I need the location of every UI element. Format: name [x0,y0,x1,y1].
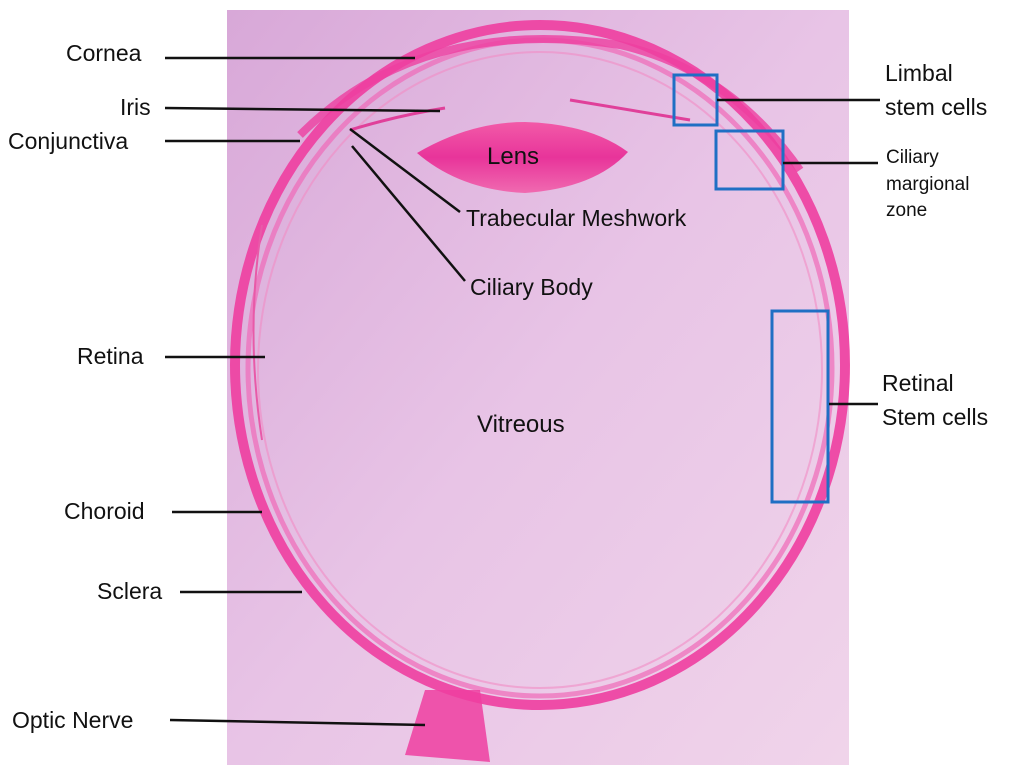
retina-ring [257,51,823,689]
label-limbal-stem-cells: Limbal stem cells [885,60,987,121]
leader-ciliary-body [351,145,466,282]
label-ciliary-line3: zone [886,200,928,222]
label-sclera: Sclera [97,578,163,604]
label-ciliary-margional-zone: Ciliary margional zone [886,145,969,225]
leader-lines [164,56,880,727]
label-iris: Iris [120,94,151,120]
label-retinal-line2: Stem cells [882,404,989,431]
label-optic-nerve: Optic Nerve [12,707,134,733]
label-cornea: Cornea [66,40,142,66]
iris-right [569,98,691,122]
label-retinal-line1: Retinal [882,370,954,396]
iris-left [349,106,446,132]
leader-optic-nerve [169,718,426,727]
sclera-ring [230,20,850,710]
label-limbal-line1: Limbal [885,60,953,86]
label-ciliary-line1: Ciliary [886,147,939,168]
leader-iris [164,106,441,113]
retina-inner-line [252,224,263,441]
label-trabecular-meshwork: Trabecular Meshwork [466,205,687,231]
label-lens: Lens [487,143,540,170]
label-ciliary-body: Ciliary Body [470,274,593,300]
ciliary-mz-box [714,129,785,191]
lens-shape [417,122,628,193]
optic-nerve-shape [405,690,490,762]
label-retina: Retina [77,343,144,369]
leader-trabecular [349,128,461,213]
label-conjunctiva: Conjunctiva [8,128,129,154]
label-vitreous: Vitreous [477,411,565,438]
label-ciliary-line2: margional [886,173,970,195]
cornea-shape [297,35,804,173]
label-limbal-line2: stem cells [885,94,988,121]
retinal-sc-box [770,309,830,504]
label-retinal-stem-cells: Retinal Stem cells [882,370,988,431]
label-choroid: Choroid [64,498,145,524]
